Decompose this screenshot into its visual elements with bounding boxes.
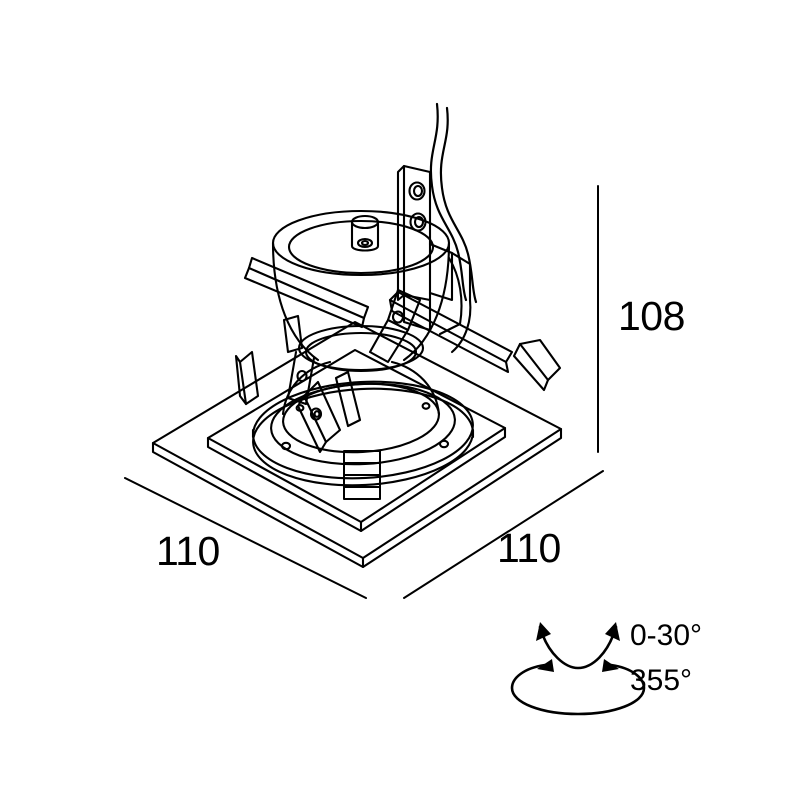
depth-dimension-line xyxy=(403,470,604,599)
supply-cable xyxy=(429,102,478,304)
retaining-clamp xyxy=(343,450,381,500)
width-dimension-label: 110 xyxy=(156,528,220,574)
width-dimension-line xyxy=(124,477,367,599)
rotation-angle-label: 355° xyxy=(630,664,693,697)
spring-clips xyxy=(234,256,562,406)
height-dimension-label: 108 xyxy=(618,293,685,339)
tilt-angle-label: 0-30° xyxy=(630,619,703,652)
internal-struts xyxy=(296,370,362,454)
depth-dimension-label: 110 xyxy=(497,525,561,571)
trim-frame xyxy=(151,320,563,569)
dimension-lines xyxy=(124,185,604,599)
rotation-ellipse-double-arrow-icon xyxy=(510,659,646,716)
tilt-arc-double-arrow-icon xyxy=(536,622,620,670)
